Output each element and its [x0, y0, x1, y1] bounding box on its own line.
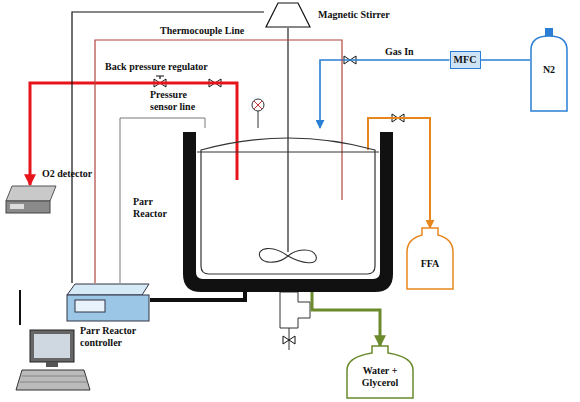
regulator-handle	[156, 76, 164, 79]
stirrer-shaft	[287, 28, 288, 252]
heating-jacket	[183, 132, 393, 292]
bottle-node: Water + Glycerol	[345, 346, 415, 399]
node-label: MFC	[454, 54, 477, 66]
computer-monitor	[30, 330, 74, 362]
thermocouple-probe	[341, 128, 342, 200]
node-label: Parr Reactor controller	[80, 325, 150, 349]
pipe-connector	[30, 83, 237, 185]
pipe-connector	[368, 118, 430, 228]
o2-node: O2 detector	[4, 185, 58, 215]
n2-node: N2	[530, 28, 568, 112]
mfc-box	[450, 52, 480, 69]
node-label: FFA	[421, 258, 440, 270]
pipe-connector	[150, 292, 245, 300]
gauge-stem	[258, 111, 259, 128]
bottle-outline	[407, 228, 453, 289]
pipe-connector	[95, 40, 342, 283]
controller-display	[75, 300, 105, 312]
gauge-mark	[254, 101, 262, 109]
stirrer-node: Magnetic Stirrer	[264, 2, 312, 28]
bottom-outlet	[280, 292, 310, 328]
valve-symbol	[283, 336, 295, 344]
pipe-connector	[481, 59, 531, 61]
ctrl-shape	[65, 283, 150, 323]
detector-lid	[6, 186, 56, 201]
ffa-node: FFA	[405, 228, 455, 290]
stirrer-shape	[264, 2, 312, 28]
outlet-stem	[289, 328, 290, 350]
line-label: Gas In	[385, 46, 414, 58]
node-label: Magnetic Stirrer	[318, 9, 390, 21]
node-label: Water + Glycerol	[350, 365, 410, 389]
gas-cylinder	[531, 36, 567, 111]
pressure-gauge	[252, 99, 264, 111]
keyboard	[16, 370, 90, 390]
line-label: Back pressure regulator	[105, 61, 208, 73]
line-label: Thermocouple Line	[160, 25, 244, 37]
controller-top	[67, 284, 149, 295]
vessel-flange	[197, 152, 379, 153]
cylinder-valve	[545, 28, 553, 36]
node-label: N2	[543, 64, 555, 76]
ctrl-node: Parr Reactor controller	[65, 283, 150, 323]
monitor-screen	[34, 334, 70, 358]
o2-shape	[4, 185, 58, 215]
keyboard-keys	[20, 376, 88, 382]
detector-body	[6, 201, 50, 213]
impeller	[259, 249, 316, 263]
reactor-shape	[183, 128, 393, 292]
reactor-node: Parr Reactor	[183, 128, 393, 292]
line-label: Pressure sensor line	[150, 89, 212, 113]
stirrer-housing	[266, 3, 310, 27]
node-label: O2 detector	[42, 168, 92, 180]
pipe-connector	[72, 12, 264, 283]
monitor-stand	[46, 362, 58, 367]
bottle-outline	[347, 346, 413, 398]
cable-mark	[19, 290, 21, 325]
controller-body	[67, 295, 149, 321]
pipe-connector	[312, 292, 380, 346]
mfc-node: MFC	[450, 51, 481, 69]
detector-display	[10, 204, 24, 209]
node-label: Parr Reactor	[133, 196, 178, 220]
gas-outlet-tube	[236, 128, 239, 180]
reactor-vessel	[201, 138, 375, 274]
sample-tube	[367, 128, 369, 150]
